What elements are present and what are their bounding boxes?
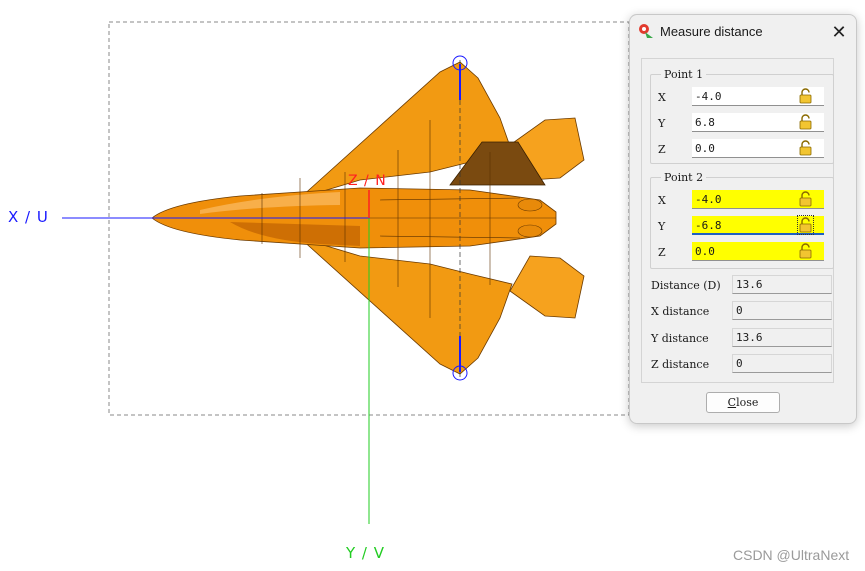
y-axis-label: Y / V <box>346 544 386 562</box>
x-distance-value: 0 <box>732 301 832 320</box>
aircraft-model[interactable] <box>151 60 585 378</box>
point-1-x-label: X <box>658 91 666 104</box>
x-distance-label: X distance <box>651 305 710 318</box>
distance-value: 13.6 <box>732 275 832 294</box>
lock-icon[interactable] <box>799 140 812 156</box>
point-2-y-label: Y <box>658 220 666 233</box>
close-button[interactable]: Close <box>706 392 780 413</box>
distance-label: Distance (D) <box>651 279 721 292</box>
y-distance-label: Y distance <box>651 332 709 345</box>
watermark: CSDN @UltraNext <box>733 547 850 563</box>
point-1-y-label: Y <box>658 117 666 130</box>
point-2-title: Point 2 <box>661 171 707 184</box>
point-2-z-field[interactable]: 0.0 <box>692 242 824 261</box>
point-1-title: Point 1 <box>661 68 707 81</box>
z-axis-label: Z / N <box>348 173 387 189</box>
point-2-x-field[interactable]: -4.0 <box>692 190 824 209</box>
measure-point-1-marker[interactable] <box>452 55 468 71</box>
point-1-z-field[interactable]: 0.0 <box>692 139 824 158</box>
dialog-title: Measure distance <box>660 24 763 39</box>
measure-point-2-marker[interactable] <box>452 365 468 381</box>
point-1-y-field[interactable]: 6.8 <box>692 113 824 132</box>
lock-icon[interactable] <box>799 114 812 130</box>
close-button-mnemonic: C <box>727 396 737 409</box>
y-distance-value: 13.6 <box>732 328 832 347</box>
z-distance-label: Z distance <box>651 358 710 371</box>
close-button-label: lose <box>736 396 759 409</box>
z-distance-value: 0 <box>732 354 832 373</box>
point-2-x-label: X <box>658 194 666 207</box>
point-2-group: Point 2 X -4.0 Y -6.8 Z 0.0 <box>650 171 834 269</box>
point-2-z-label: Z <box>658 246 666 259</box>
lock-icon[interactable] <box>799 243 812 259</box>
point-1-z-label: Z <box>658 143 666 156</box>
lock-icon[interactable] <box>799 88 812 104</box>
lock-icon[interactable] <box>799 191 812 207</box>
lock-icon[interactable] <box>797 215 814 235</box>
x-axis-label: X / U <box>8 208 49 226</box>
close-icon[interactable]: ✕ <box>831 22 847 42</box>
point-2-y-field[interactable]: -6.8 <box>692 216 824 235</box>
dialog-titlebar[interactable]: Measure distance ✕ <box>630 15 856 49</box>
point-1-group: Point 1 X -4.0 Y 6.8 Z 0.0 <box>650 68 834 164</box>
point-1-x-field[interactable]: -4.0 <box>692 87 824 106</box>
app-icon <box>639 24 653 38</box>
measure-distance-dialog: Measure distance ✕ Point 1 X -4.0 Y 6.8 … <box>629 14 857 424</box>
